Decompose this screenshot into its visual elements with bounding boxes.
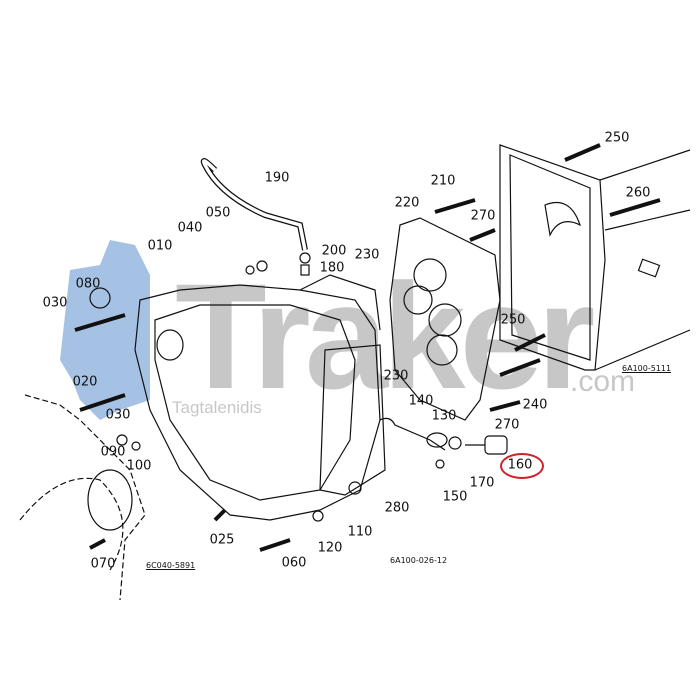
highlight-circle <box>500 453 544 479</box>
callout-150[interactable]: 150 <box>442 489 468 505</box>
ref-right-plate: 6A100-5111 <box>622 364 672 373</box>
callout-030[interactable]: 030 <box>42 295 68 311</box>
callout-140[interactable]: 140 <box>408 393 434 409</box>
watermark-sub: Tagtalenidis <box>172 398 262 417</box>
gasket-plate <box>24 394 146 601</box>
callout-230[interactable]: 230 <box>354 247 380 263</box>
callout-080[interactable]: 080 <box>75 276 101 292</box>
ref-diagram: 6A100-026-12 <box>390 556 448 565</box>
callout-180[interactable]: 180 <box>319 260 345 276</box>
callout-040[interactable]: 040 <box>177 220 203 236</box>
callout-130[interactable]: 130 <box>431 408 457 424</box>
clutch-housing <box>134 284 381 521</box>
callout-070[interactable]: 070 <box>90 556 116 572</box>
callout-250-b[interactable]: 250 <box>500 312 526 328</box>
callout-250[interactable]: 250 <box>604 130 630 146</box>
callout-090[interactable]: 090 <box>100 444 126 460</box>
callout-110[interactable]: 110 <box>347 524 373 540</box>
callout-120[interactable]: 120 <box>317 540 343 556</box>
callout-230-b[interactable]: 230 <box>383 368 409 384</box>
callout-280[interactable]: 280 <box>384 500 410 516</box>
callout-260[interactable]: 260 <box>625 185 651 201</box>
callout-240[interactable]: 240 <box>522 397 548 413</box>
callout-270-b[interactable]: 270 <box>494 417 520 433</box>
bearing-case <box>389 217 501 421</box>
callout-210[interactable]: 210 <box>430 173 456 189</box>
callout-060[interactable]: 060 <box>281 555 307 571</box>
mid-case <box>319 344 386 496</box>
callout-270[interactable]: 270 <box>470 208 496 224</box>
ref-left-plate: 6C040-5891 <box>146 561 196 570</box>
callout-030-b[interactable]: 030 <box>105 407 131 423</box>
callout-190[interactable]: 190 <box>264 170 290 186</box>
watermark-brand: Traker <box>175 252 595 420</box>
callout-220[interactable]: 220 <box>394 195 420 211</box>
callout-020[interactable]: 020 <box>72 374 98 390</box>
callout-160[interactable]: 160 <box>507 457 533 473</box>
callout-200[interactable]: 200 <box>321 243 347 259</box>
callout-050[interactable]: 050 <box>205 205 231 221</box>
callout-170[interactable]: 170 <box>469 475 495 491</box>
callout-100[interactable]: 100 <box>126 458 152 474</box>
watermark-domain: .com <box>570 365 636 398</box>
callout-025[interactable]: 025 <box>209 532 235 548</box>
callout-010[interactable]: 010 <box>147 238 173 254</box>
